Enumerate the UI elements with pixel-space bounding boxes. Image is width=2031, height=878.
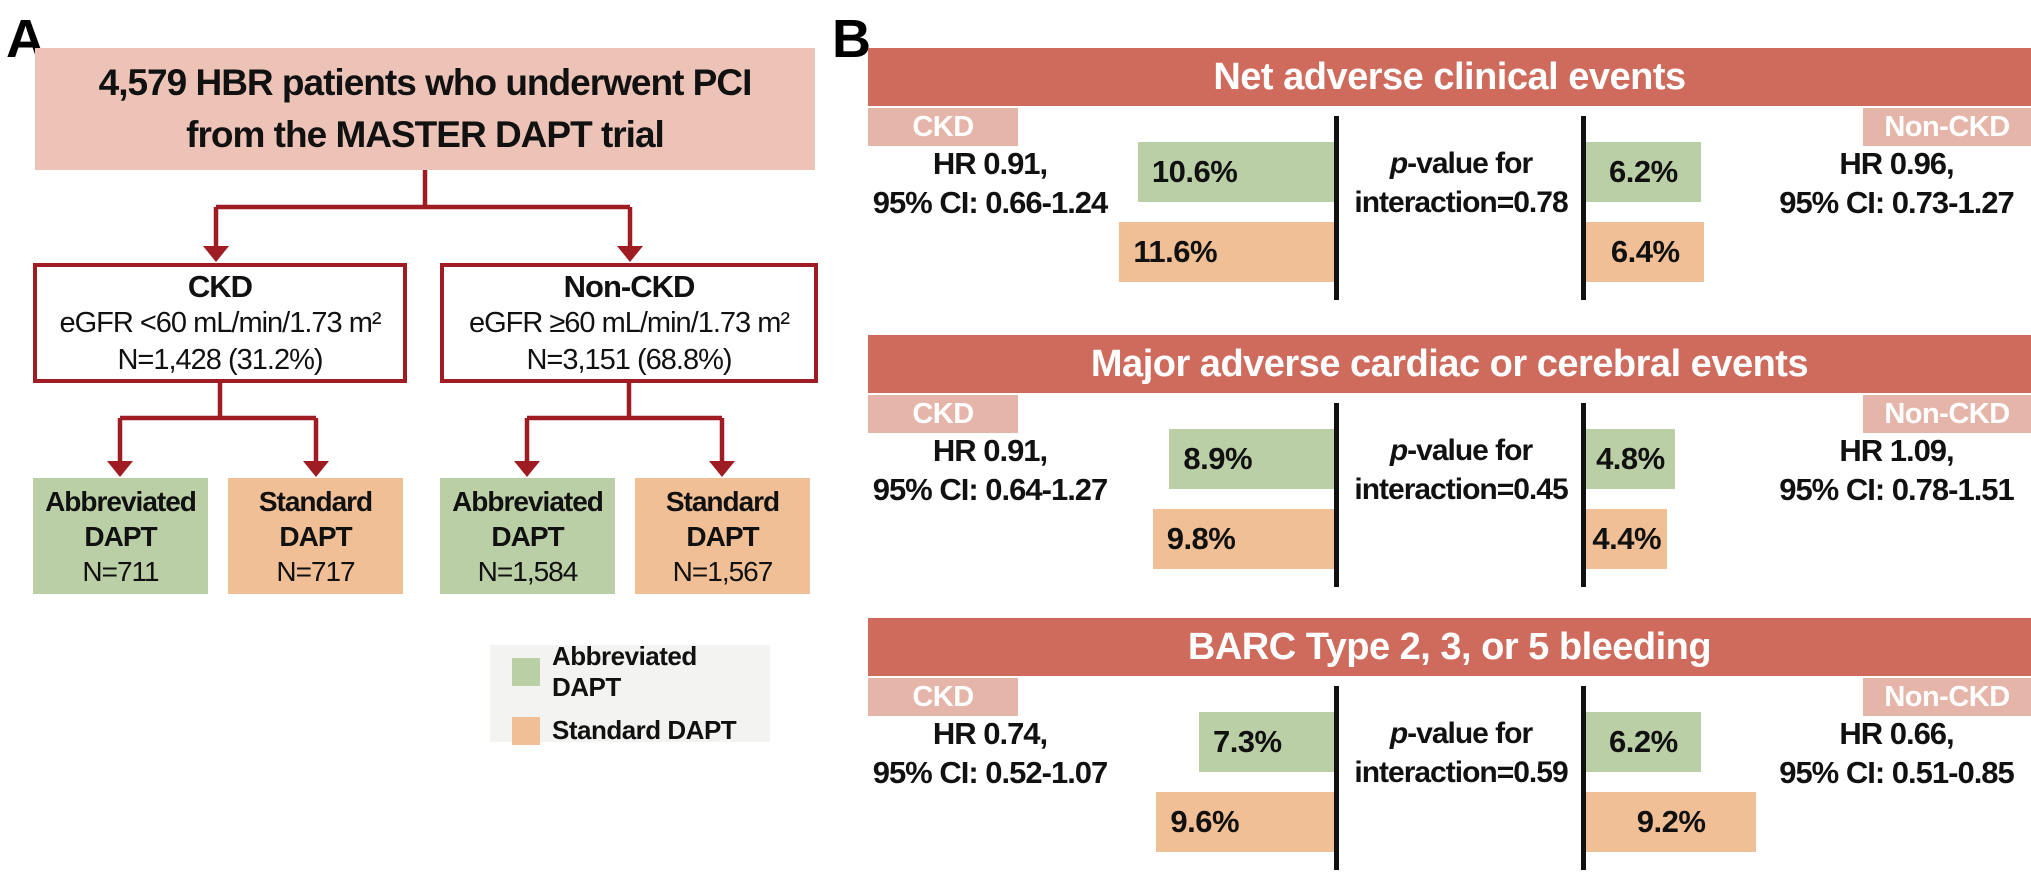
ckd-axis-line — [1334, 686, 1339, 870]
arm-box-nonckd-abbreviated: Abbreviated DAPT N=1,584 — [440, 478, 615, 594]
arm-name-line1: Abbreviated — [45, 485, 197, 517]
section-title: Major adverse cardiac or cerebral events — [1090, 342, 1809, 385]
arrowhead-arm1 — [107, 461, 133, 477]
flowchart-connectors — [107, 170, 735, 477]
nonckd-abbreviated-bar: 6.2% — [1586, 142, 1701, 202]
arrowhead-arm3 — [514, 461, 540, 477]
ckd-group-title: CKD — [187, 268, 253, 304]
legend-item-abbreviated: Abbreviated DAPT — [512, 641, 770, 703]
connector-ckd-split — [117, 383, 319, 461]
arm-n: N=711 — [82, 555, 159, 587]
connector-nonckd-split — [524, 383, 725, 461]
nonckd-hazard-ratio: HR 0.96, 95% CI: 0.73-1.27 — [1779, 146, 2015, 220]
bar-value-label: 4.4% — [1592, 521, 1662, 556]
outcome-section-nace: Net adverse clinical events CKD Non-CKD … — [0, 48, 2031, 308]
bar-value-label: 4.8% — [1596, 441, 1665, 476]
nonckd-tag: Non-CKD — [1863, 678, 2031, 716]
nonckd-group-n: N=3,151 (68.8%) — [526, 343, 732, 376]
arm-n: N=717 — [276, 555, 355, 587]
bar-value-label: 6.2% — [1609, 154, 1678, 189]
trial-population-box: 4,579 HBR patients who underwent PCI fro… — [35, 48, 815, 170]
arm-name-line2: DAPT — [686, 520, 759, 552]
nonckd-group-title: Non-CKD — [563, 268, 696, 304]
legend-swatch-orange — [512, 716, 540, 745]
arm-name-line2: DAPT — [279, 520, 352, 552]
ckd-abbreviated-bar: 7.3% — [1198, 712, 1334, 772]
ckd-group-criteria: eGFR <60 mL/min/1.73 m² — [59, 306, 381, 339]
ckd-tag: CKD — [868, 678, 1018, 716]
arm-name-line2: DAPT — [84, 520, 157, 552]
nonckd-group-criteria: eGFR ≥60 mL/min/1.73 m² — [468, 306, 790, 339]
ckd-standard-bar: 9.8% — [1152, 509, 1334, 569]
bar-value-label: 9.2% — [1636, 804, 1706, 839]
trial-population-line2: from the MASTER DAPT trial — [186, 114, 665, 155]
nonckd-standard-bar: 4.4% — [1586, 509, 1668, 569]
ckd-hazard-ratio: HR 0.91, 95% CI: 0.64-1.27 — [872, 433, 1109, 507]
arrowhead-ckd — [203, 246, 229, 262]
ckd-tag: CKD — [868, 108, 1018, 146]
nonckd-abbreviated-bar: 4.8% — [1586, 429, 1675, 489]
arm-name-line1: Standard — [258, 485, 373, 517]
nonckd-tag: Non-CKD — [1863, 108, 2031, 146]
panel-b-label: B — [832, 9, 871, 69]
connector-level1 — [213, 170, 633, 248]
nonckd-hazard-ratio: HR 0.66, 95% CI: 0.51-0.85 — [1779, 716, 2015, 790]
outcome-section-macce: Major adverse cardiac or cerebral events… — [0, 335, 2031, 595]
outcome-section-barc-bleeding: BARC Type 2, 3, or 5 bleeding CKD Non-CK… — [0, 618, 2031, 878]
bar-value-label: 8.9% — [1183, 441, 1253, 476]
section-title: Net adverse clinical events — [1213, 55, 1686, 98]
ckd-axis-line — [1334, 403, 1339, 587]
section-header-bar: Net adverse clinical events — [868, 48, 2031, 106]
nonckd-tag: Non-CKD — [1863, 395, 2031, 433]
nonckd-standard-bar: 6.4% — [1586, 222, 1705, 282]
ckd-tag: CKD — [868, 395, 1018, 433]
arm-box-ckd-standard: Standard DAPT N=717 — [228, 478, 403, 594]
arrowhead-arm4 — [709, 461, 735, 477]
ckd-standard-bar: 11.6% — [1119, 222, 1334, 282]
arm-box-nonckd-standard: Standard DAPT N=1,567 — [635, 478, 810, 594]
bar-value-label: 11.6% — [1133, 234, 1218, 269]
legend-swatch-green — [512, 658, 540, 686]
nonckd-axis-line — [1581, 403, 1586, 587]
legend-item-standard: Standard DAPT — [512, 715, 770, 746]
section-title: BARC Type 2, 3, or 5 bleeding — [1187, 625, 1712, 668]
interaction-p-value: p-value for interaction=0.59 — [1354, 717, 1568, 789]
arm-name-line1: Standard — [665, 485, 780, 517]
ckd-group-box: CKD eGFR <60 mL/min/1.73 m² N=1,428 (31.… — [33, 263, 407, 383]
arrowhead-nonckd — [617, 246, 643, 262]
bar-value-label: 6.2% — [1609, 724, 1678, 759]
bar-value-label: 10.6% — [1151, 154, 1238, 189]
bar-value-label: 7.3% — [1212, 724, 1282, 759]
ckd-abbreviated-bar: 8.9% — [1169, 429, 1334, 489]
nonckd-abbreviated-bar: 6.2% — [1586, 712, 1701, 772]
ckd-axis-line — [1334, 116, 1339, 300]
trial-population-line1: 4,579 HBR patients who underwent PCI — [98, 62, 753, 103]
ckd-group-n: N=1,428 (31.2%) — [117, 343, 323, 376]
nonckd-standard-bar: 9.2% — [1586, 792, 1757, 852]
bar-value-label: 6.4% — [1610, 234, 1680, 269]
arrowhead-arm2 — [303, 461, 329, 477]
nonckd-group-box: Non-CKD eGFR ≥60 mL/min/1.73 m² N=3,151 … — [440, 263, 818, 383]
ckd-hazard-ratio: HR 0.91, 95% CI: 0.66-1.24 — [872, 146, 1109, 220]
arm-n: N=1,567 — [672, 555, 774, 587]
interaction-p-value: p-value for interaction=0.78 — [1354, 147, 1568, 219]
ckd-abbreviated-bar: 10.6% — [1137, 142, 1334, 202]
nonckd-axis-line — [1581, 116, 1586, 300]
legend-label: Abbreviated DAPT — [552, 641, 697, 702]
arm-box-ckd-abbreviated: Abbreviated DAPT N=711 — [33, 478, 208, 594]
section-header-bar: Major adverse cardiac or cerebral events — [868, 335, 2031, 393]
legend: Abbreviated DAPT Standard DAPT — [490, 641, 770, 745]
nonckd-axis-line — [1581, 686, 1586, 870]
arm-n: N=1,584 — [477, 555, 579, 587]
interaction-p-value: p-value for interaction=0.45 — [1354, 434, 1568, 506]
nonckd-hazard-ratio: HR 1.09, 95% CI: 0.78-1.51 — [1779, 433, 2015, 507]
legend-label: Standard DAPT — [552, 715, 737, 745]
bar-value-label: 9.8% — [1166, 521, 1236, 556]
ckd-hazard-ratio: HR 0.74, 95% CI: 0.52-1.07 — [872, 716, 1109, 790]
section-header-bar: BARC Type 2, 3, or 5 bleeding — [868, 618, 2031, 676]
arm-name-line2: DAPT — [491, 520, 564, 552]
bar-value-label: 9.6% — [1170, 804, 1240, 839]
arm-name-line1: Abbreviated — [452, 485, 604, 517]
ckd-standard-bar: 9.6% — [1156, 792, 1334, 852]
